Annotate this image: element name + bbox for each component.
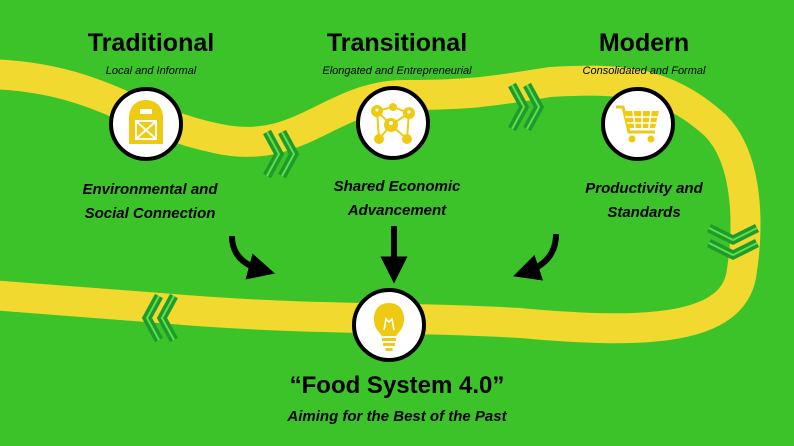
network-people-icon — [356, 86, 430, 160]
stage-subtitle-modern: Consolidated and Formal — [582, 65, 706, 77]
arrow-modern-to-goal — [513, 233, 559, 281]
stage-title-transitional: Transitional — [326, 29, 468, 57]
stage-benefit-line1-modern: Productivity and — [585, 180, 703, 197]
road-path — [0, 59, 761, 344]
stage-benefit-line1-transitional: Shared Economic — [333, 178, 461, 195]
chevron-right-1 — [263, 129, 300, 179]
stage-benefit-line1-traditional: Environmental and — [82, 181, 218, 198]
stage-subtitle-transitional: Elongated and Entrepreneurial — [322, 65, 472, 77]
stage-title-modern: Modern — [598, 29, 690, 57]
chevron-down — [706, 223, 760, 261]
stage-subtitle-traditional: Local and Informal — [105, 65, 197, 77]
arrow-traditional-to-goal — [229, 235, 276, 280]
goal-subtitle: Aiming for the Best of the Past — [287, 408, 507, 425]
shopping-cart-icon — [601, 87, 675, 161]
stage-benefit-line2-transitional: Advancement — [347, 202, 447, 219]
stage-benefit-line2-modern: Standards — [607, 204, 681, 221]
chevron-left — [141, 293, 178, 343]
stage-benefit-line2-traditional: Social Connection — [84, 205, 216, 222]
goal-title: “Food System 4.0” — [289, 372, 505, 399]
chevron-right-2 — [508, 82, 545, 132]
stage-title-traditional: Traditional — [87, 29, 215, 57]
lightbulb-icon — [352, 288, 426, 362]
barn-icon — [109, 87, 183, 161]
